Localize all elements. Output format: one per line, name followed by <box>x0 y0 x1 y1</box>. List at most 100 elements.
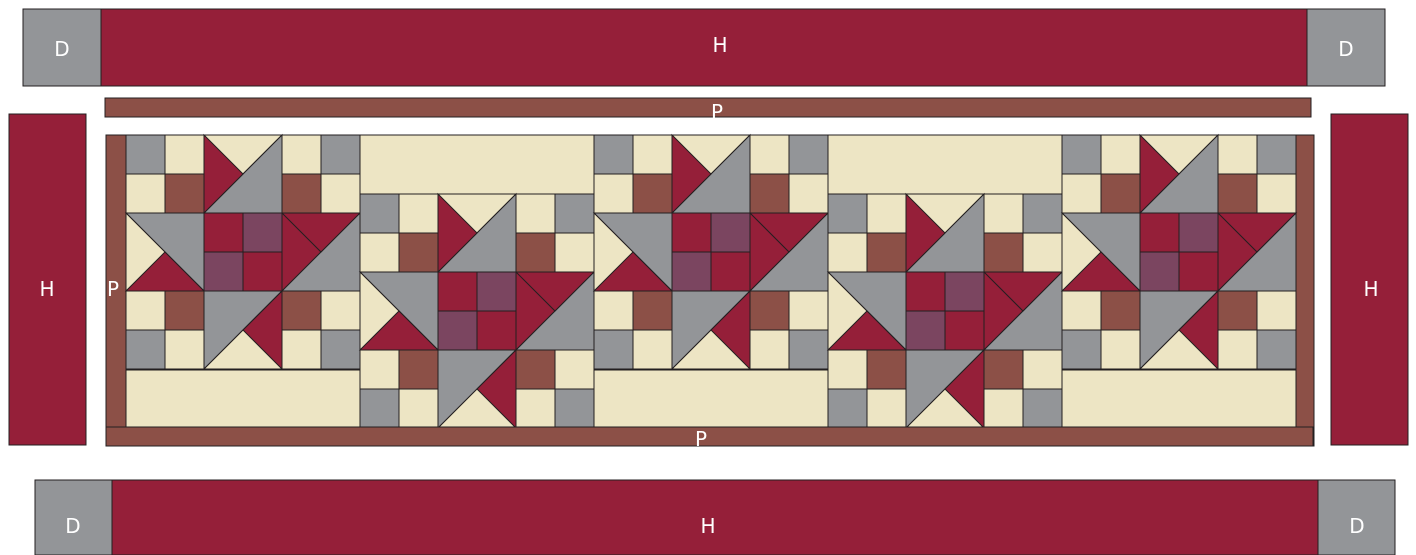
four-patch-cell <box>1101 330 1140 369</box>
four-patch-cell <box>516 233 555 272</box>
four-patch-cell <box>828 389 867 428</box>
center-cell <box>1140 213 1179 252</box>
star-block-2 <box>360 194 594 428</box>
center-cell <box>945 272 984 311</box>
four-patch-cell <box>867 233 906 272</box>
right-inner-strip <box>1294 135 1314 446</box>
four-patch-cell <box>1218 135 1257 174</box>
four-patch-cell <box>594 174 633 213</box>
four-patch-cell <box>828 233 867 272</box>
star-block-3 <box>594 135 828 369</box>
center-cell <box>477 272 516 311</box>
star-block-1 <box>126 135 360 369</box>
top-border-row: D H D <box>23 9 1385 86</box>
center-cell <box>672 252 711 291</box>
center-cell <box>672 213 711 252</box>
four-patch-cell <box>165 330 204 369</box>
four-patch-cell <box>867 389 906 428</box>
bottom-left-corner-label: D <box>65 514 80 538</box>
four-patch-cell <box>126 330 165 369</box>
four-patch-cell <box>555 350 594 389</box>
four-patch-cell <box>1218 291 1257 330</box>
four-patch-cell <box>789 291 828 330</box>
four-patch-cell <box>282 330 321 369</box>
center-cell <box>477 311 516 350</box>
four-patch-cell <box>516 389 555 428</box>
four-patch-cell <box>1023 233 1062 272</box>
center-cell <box>243 213 282 252</box>
four-patch-cell <box>516 194 555 233</box>
four-patch-cell <box>984 194 1023 233</box>
four-patch-cell <box>633 291 672 330</box>
four-patch-cell <box>750 135 789 174</box>
top-right-corner-label: D <box>1338 37 1353 61</box>
four-patch-cell <box>1218 330 1257 369</box>
four-patch-cell <box>984 350 1023 389</box>
four-patch-cell <box>399 389 438 428</box>
four-patch-cell <box>282 174 321 213</box>
four-patch-cell <box>1101 174 1140 213</box>
four-patch-cell <box>126 135 165 174</box>
four-patch-cell <box>633 135 672 174</box>
bottom-border-row: D H D <box>35 480 1395 555</box>
four-patch-cell <box>984 389 1023 428</box>
four-patch-cell <box>555 389 594 428</box>
four-patch-cell <box>321 174 360 213</box>
four-patch-cell <box>633 174 672 213</box>
center-cell <box>1179 252 1218 291</box>
bottom-inner-strip-label: P <box>695 427 707 451</box>
center-cell <box>945 311 984 350</box>
left-inner-strip-label: P <box>107 277 119 301</box>
four-patch-cell <box>360 194 399 233</box>
four-patch-cell <box>399 233 438 272</box>
four-patch-cell <box>516 350 555 389</box>
four-patch-cell <box>399 194 438 233</box>
four-patch-cell <box>594 291 633 330</box>
four-patch-cell <box>1023 194 1062 233</box>
bottom-border-label: H <box>700 514 715 538</box>
four-patch-cell <box>594 330 633 369</box>
four-patch-cell <box>1257 330 1296 369</box>
four-patch-cell <box>165 291 204 330</box>
center-cell <box>204 213 243 252</box>
four-patch-cell <box>1101 291 1140 330</box>
four-patch-cell <box>360 233 399 272</box>
bottom-right-corner-label: D <box>1349 514 1364 538</box>
four-patch-cell <box>1062 174 1101 213</box>
top-border-label: H <box>712 33 727 57</box>
four-patch-cell <box>165 135 204 174</box>
four-patch-cell <box>555 194 594 233</box>
four-patch-cell <box>750 330 789 369</box>
four-patch-cell <box>1257 174 1296 213</box>
four-patch-cell <box>789 330 828 369</box>
four-patch-cell <box>867 194 906 233</box>
four-patch-cell <box>789 174 828 213</box>
center-cell <box>1179 213 1218 252</box>
four-patch-cell <box>1257 135 1296 174</box>
four-patch-cell <box>1101 135 1140 174</box>
four-patch-cell <box>828 350 867 389</box>
star-block-5 <box>1062 135 1296 369</box>
four-patch-cell <box>1062 135 1101 174</box>
four-patch-cell <box>126 291 165 330</box>
four-patch-cell <box>555 233 594 272</box>
four-patch-cell <box>360 389 399 428</box>
filler-strip <box>360 135 594 194</box>
four-patch-cell <box>399 350 438 389</box>
four-patch-cell <box>360 350 399 389</box>
four-patch-cell <box>126 174 165 213</box>
center-cell <box>711 213 750 252</box>
four-patch-cell <box>1023 389 1062 428</box>
filler-strip <box>1062 370 1296 427</box>
four-patch-cell <box>750 174 789 213</box>
four-patch-cell <box>1023 350 1062 389</box>
four-patch-cell <box>282 291 321 330</box>
four-patch-cell <box>321 291 360 330</box>
star-blocks-layer <box>126 135 1296 428</box>
four-patch-cell <box>1062 291 1101 330</box>
bottom-inner-strip <box>106 427 1313 446</box>
center-cell <box>204 252 243 291</box>
four-patch-cell <box>828 194 867 233</box>
right-border-label: H <box>1363 277 1378 301</box>
